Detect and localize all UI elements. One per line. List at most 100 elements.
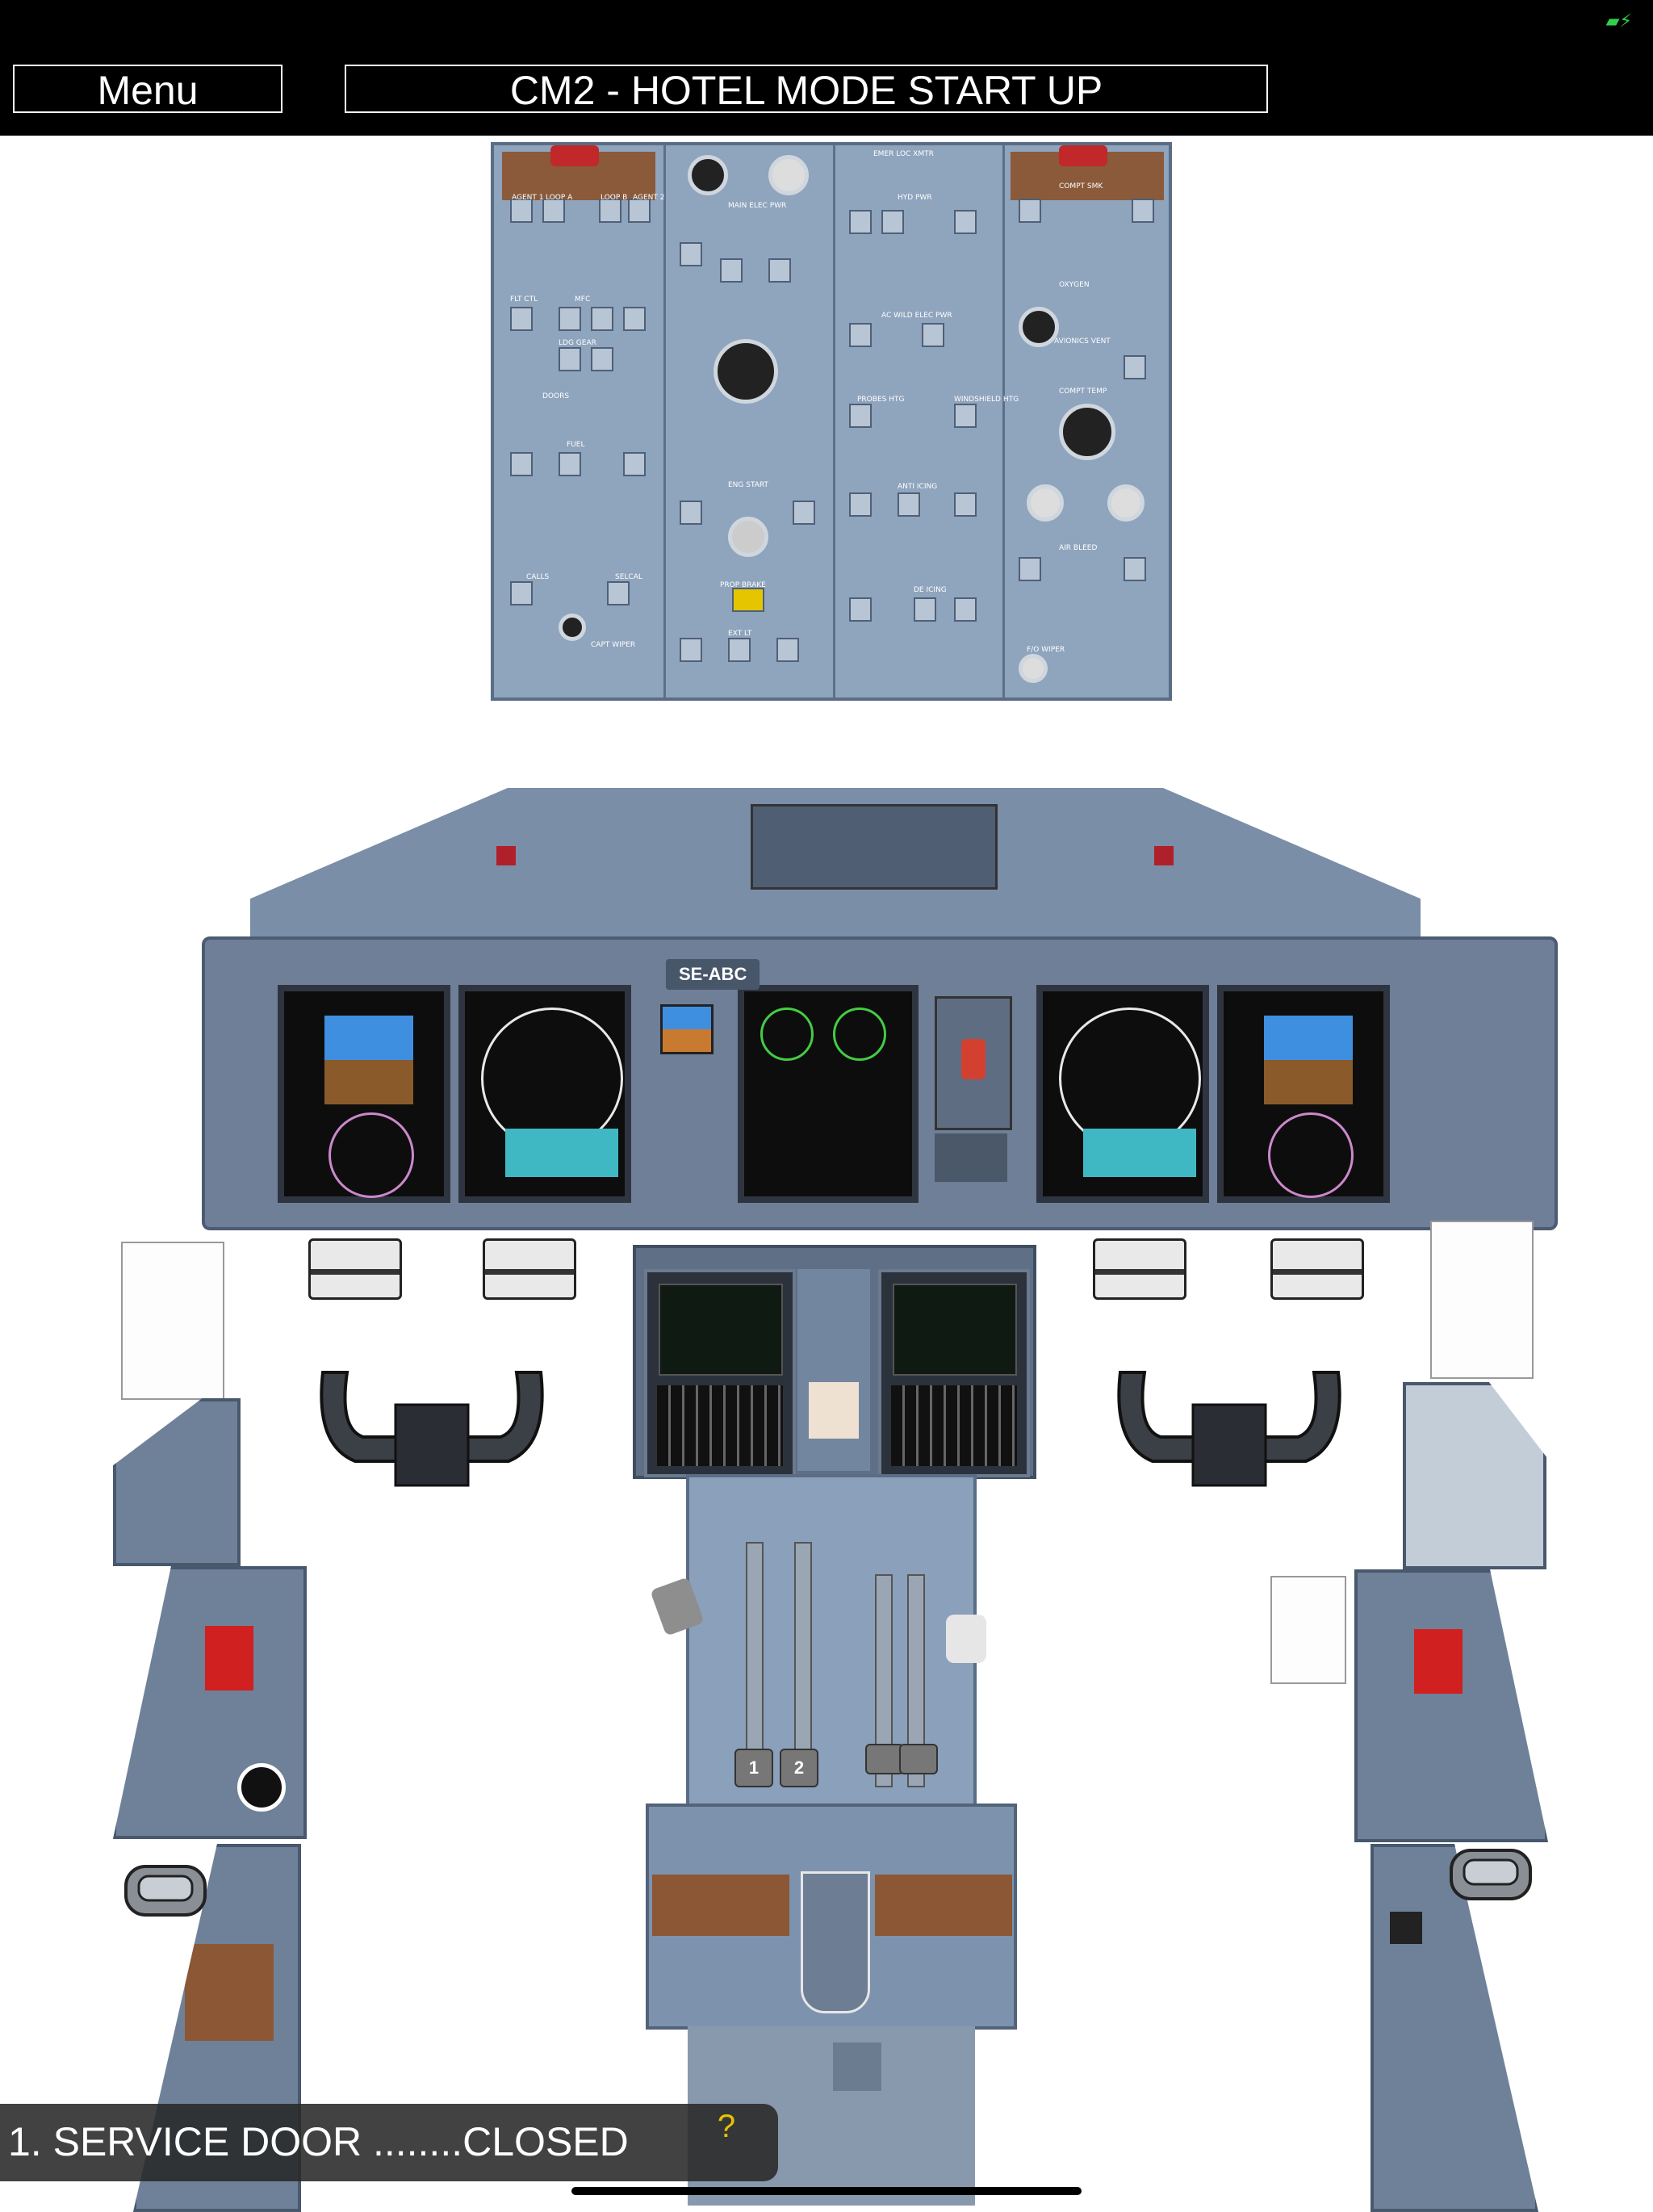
audio-control-panel-right[interactable] [875,1875,1012,1936]
agent2-button-left[interactable] [628,199,651,223]
temp-knob-left[interactable] [1027,484,1064,522]
capt-emergency-brake[interactable] [205,1626,253,1690]
airframe-button[interactable] [954,597,977,622]
overhead-label: LOOP B [601,194,628,202]
temp-knob-right[interactable] [1107,484,1145,522]
loop-b-button[interactable] [599,199,621,223]
auto-press-panel[interactable] [935,1133,1007,1182]
eng-start-2-button[interactable] [793,501,815,525]
ldg-gear-button[interactable] [559,347,581,371]
calls-button[interactable] [510,581,533,605]
hyd-pump-1-button[interactable] [849,210,872,234]
capt-nosewheel-panel [113,1566,307,1839]
fuel-pump-2-button[interactable] [623,452,646,476]
condition-lever-1[interactable] [865,1744,904,1774]
power-lever-1[interactable]: 1 [734,1749,773,1787]
checklist-step-bar[interactable]: 1. SERVICE DOOR ........CLOSED [0,2104,778,2181]
prop-brake-button[interactable] [732,588,764,612]
probes-htg-button[interactable] [849,404,872,428]
ac-wild-2-button[interactable] [922,323,944,347]
fo-emergency-brake[interactable] [1414,1629,1463,1694]
anti-icing-3-button[interactable] [954,492,977,517]
eng-start-rotary[interactable] [728,517,768,557]
agent1-button-right[interactable] [1019,199,1041,223]
dc-bus-button[interactable] [680,242,702,266]
fire-handle-eng2[interactable] [1059,145,1107,166]
air-bleed-1-button[interactable] [1019,557,1041,581]
ext-lt-switch-2[interactable] [728,638,751,662]
fo-wiper-knob[interactable] [1019,654,1048,683]
avionics-vent-button[interactable] [1124,355,1146,379]
capt-mcdu[interactable] [644,1269,796,1477]
flaps-lever[interactable] [946,1615,986,1663]
capt-right-pedal[interactable] [483,1238,576,1300]
menu-button[interactable]: Menu [13,65,282,113]
trim-panel[interactable] [801,1871,870,2013]
landing-gear-lever[interactable] [961,1039,986,1079]
fo-mcdu-keypad[interactable] [891,1385,1017,1466]
power-lever-2[interactable]: 2 [780,1749,818,1787]
capt-attitude-indicator [324,1016,413,1104]
bat-button[interactable] [720,258,743,283]
mfc-button-1[interactable] [559,307,581,331]
mfc-button-3[interactable] [623,307,646,331]
mfc-button-2[interactable] [591,307,613,331]
takeoff-data-card[interactable] [1270,1576,1346,1684]
loop-a-button[interactable] [542,199,565,223]
audio-control-panel-left[interactable] [652,1875,789,1936]
fire-handle-eng1[interactable] [550,145,599,166]
anti-icing-2-button[interactable] [898,492,920,517]
air-bleed-2-button[interactable] [1124,557,1146,581]
fo-approach-chart[interactable] [1430,1221,1534,1379]
de-icing-2-button[interactable] [914,597,936,622]
fuel-pump-1-button[interactable] [510,452,533,476]
overhead-label: EMER LOC XMTR [873,150,934,158]
capt-audio-panel[interactable] [185,1944,274,2041]
capt-approach-chart[interactable] [121,1242,224,1400]
fo-yoke[interactable] [1104,1356,1354,1494]
fo-mcdu[interactable] [878,1269,1030,1477]
windshield-htg-button[interactable] [954,404,977,428]
agent1-button[interactable] [510,199,533,223]
oxygen-gauge [1019,307,1059,347]
fo-right-pedal[interactable] [1270,1238,1364,1300]
condition-lever-2[interactable] [899,1744,938,1774]
flt-ctl-button[interactable] [510,307,533,331]
notepad[interactable] [809,1382,859,1439]
fuel-xfeed-button[interactable] [559,452,581,476]
ldg-gear-button-2[interactable] [591,347,613,371]
capt-mcdu-screen [659,1284,783,1376]
capt-oxygen-mask[interactable] [121,1858,210,1926]
overhead-label: LOOP A [546,194,573,202]
fo-left-pedal[interactable] [1093,1238,1186,1300]
anti-icing-1-button[interactable] [849,492,872,517]
capt-nd [458,985,631,1203]
top-bar: ▰⚡ Menu CM2 - HOTEL MODE START UP [0,0,1653,136]
capt-mcdu-keypad[interactable] [657,1385,783,1466]
dome-light-knob[interactable] [768,155,809,195]
emer-bat-button[interactable] [768,258,791,283]
agent2-button[interactable] [1132,199,1154,223]
hyd-pump-3-button[interactable] [954,210,977,234]
gear-lever-panel[interactable] [935,996,1012,1130]
ext-lt-switch-1[interactable] [680,638,702,662]
ac-wild-1-button[interactable] [849,323,872,347]
master-warning-right[interactable] [1154,846,1174,865]
ext-lt-switch-3[interactable] [776,638,799,662]
atpcs-test-panel[interactable] [833,2042,881,2091]
home-indicator[interactable] [571,2187,1082,2195]
fo-audio-jack[interactable] [1390,1912,1422,1944]
fo-oxygen-mask[interactable] [1446,1842,1535,1910]
question-mark-icon[interactable]: ? [717,2109,736,2144]
nosewheel-steering-tiller[interactable] [237,1763,286,1812]
eng-start-1-button[interactable] [680,501,702,525]
selcal-button[interactable] [607,581,630,605]
master-warning-left[interactable] [496,846,516,865]
de-icing-1-button[interactable] [849,597,872,622]
hyd-pump-2-button[interactable] [881,210,904,234]
capt-yoke[interactable] [307,1356,557,1494]
capt-wiper-knob[interactable] [559,614,586,641]
capt-left-pedal[interactable] [308,1238,402,1300]
fcp-panel[interactable] [751,804,998,890]
gust-lock-lever[interactable] [650,1577,705,1636]
